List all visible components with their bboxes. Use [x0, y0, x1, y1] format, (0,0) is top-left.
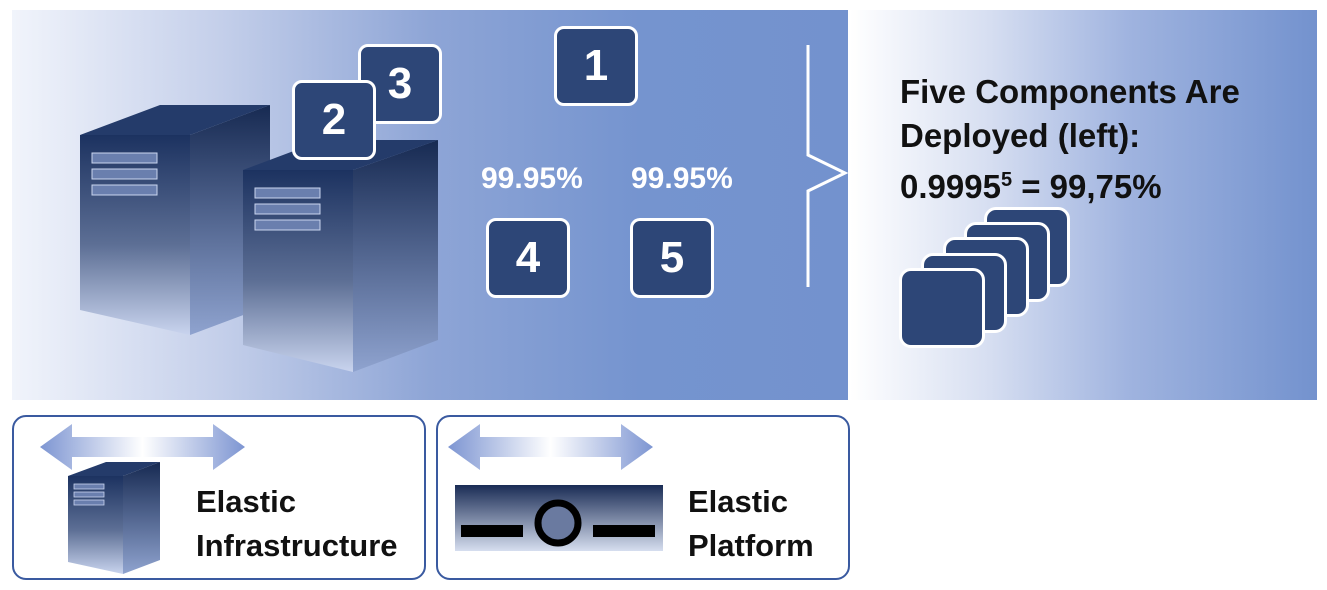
summary-line-1: Five Components Are — [900, 73, 1240, 110]
component-4: 4 — [486, 218, 570, 298]
availability-formula: 0.99955 = 99,75% — [900, 158, 1240, 209]
label-line-1: Elastic — [196, 484, 296, 519]
label-line-2: Infrastructure — [196, 528, 398, 563]
elastic-infrastructure-label: Elastic Infrastructure — [196, 480, 398, 568]
brace-icon — [806, 45, 849, 287]
availability-label: 99.95% — [631, 162, 733, 195]
summary-text: Five Components Are Deployed (left): 0.9… — [900, 70, 1240, 209]
availability-label: 99.95% — [481, 162, 583, 195]
elastic-platform-label: Elastic Platform — [688, 480, 814, 568]
label-line-1: Elastic — [688, 484, 788, 519]
server-icon — [243, 140, 438, 372]
component-1: 1 — [554, 26, 638, 106]
summary-line-2: Deployed (left): — [900, 117, 1141, 154]
platform-icon — [455, 485, 663, 551]
formula-base: 0.9995 — [900, 168, 1001, 205]
server-icon — [68, 462, 160, 574]
formula-exponent: 5 — [1000, 169, 1013, 191]
double-arrow-icon — [40, 424, 245, 470]
label-line-2: Platform — [688, 528, 814, 563]
double-arrow-icon — [448, 424, 653, 470]
component-5: 5 — [630, 218, 714, 298]
component-2: 2 — [292, 80, 376, 160]
formula-result: = 99,75% — [1012, 168, 1162, 205]
